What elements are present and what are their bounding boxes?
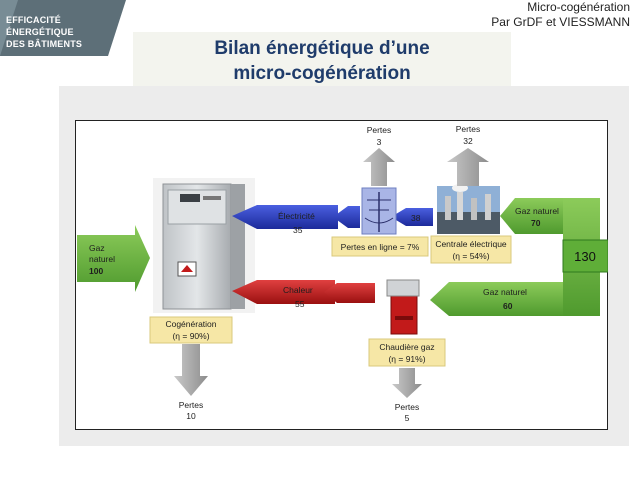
pertes-centrale-arrow [447,148,489,186]
electricite-value: 35 [293,225,303,235]
pertes-ligne-value: 3 [377,137,382,147]
pertes-cogen-arrow [174,344,208,396]
boiler-image [386,279,420,335]
pertes-chaudiere-value: 5 [405,413,410,423]
gaz-input-label-1: Gaz [89,243,105,253]
gaz-input-value: 100 [89,266,103,276]
energy-balance-diagram: Gaz naturel 100 Cogénération (η = 90%) É… [75,120,608,430]
cogeneration-box [149,316,233,344]
gaz-60-label: Gaz naturel [483,287,527,297]
header-subtitle-line1: Micro-cogénération [527,0,630,14]
cogeneration-efficiency: (η = 90%) [172,331,209,341]
chaudiere-efficiency: (η = 91%) [388,354,425,364]
chaleur-arrow [232,280,335,304]
logo-line-2: ÉNERGÉTIQUE [6,27,74,37]
centrale-label: Centrale électrique [435,239,507,249]
chaudiere-label: Chaudière gaz [379,342,434,352]
logo-line-3: DES BÂTIMENTS [6,39,83,49]
pertes-ligne-label: Pertes [367,125,392,135]
centrale-box [430,235,512,264]
header-subtitle: Micro-cogénération Par GrDF et VIESSMANN [491,0,630,30]
page-title: Bilan énergétique d’une micro-cogénérati… [133,36,511,86]
header-subtitle-line2: Par GrDF et VIESSMANN [491,15,630,29]
gaz-60-value: 60 [503,301,513,311]
title-line-2: micro-cogénération [233,63,411,84]
logo-line-1: EFFICACITÉ [6,15,61,25]
flow-38-arrow [391,208,433,226]
pertes-chaudiere-arrow [392,368,422,398]
pertes-chaudiere-label: Pertes [395,402,420,412]
gaz-60-arrow [430,282,563,316]
gaz-70-value: 70 [531,218,541,228]
pertes-cogen-value: 10 [186,411,196,421]
electricite-arrow [232,205,338,229]
chaleur-value: 55 [295,299,305,309]
pertes-centrale-label: Pertes [456,124,481,134]
gaz-input-arrow [77,225,150,292]
flow-38-value: 38 [411,213,421,223]
gaz-70-label: Gaz naturel [515,206,559,216]
chaudiere-heat-arrow [324,283,375,303]
total-box [562,239,608,273]
pertes-cogen-label: Pertes [179,400,204,410]
power-plant-image [437,184,500,234]
line-to-cogen-arrow [333,206,360,228]
title-line-1: Bilan énergétique d’une [214,38,430,59]
pertes-centrale-value: 32 [463,136,473,146]
efficacite-logo [0,0,126,56]
centrale-efficiency: (η = 54%) [452,251,489,261]
gaz-70-arrow [500,198,563,234]
gaz-input-label-2: naturel [89,254,115,264]
electricite-label: Électricité [278,211,315,221]
pertes-ligne-arrow [363,148,395,186]
pertes-ligne-box [331,236,429,257]
chaleur-label: Chaleur [283,285,313,295]
cogeneration-label: Cogénération [165,319,216,329]
power-line-image [361,187,397,235]
title-background [133,32,511,88]
total-value: 130 [574,249,596,264]
chaudiere-box [368,338,446,367]
pertes-ligne-box-label: Pertes en ligne = 7% [341,242,420,252]
cogeneration-unit-image [153,178,255,313]
